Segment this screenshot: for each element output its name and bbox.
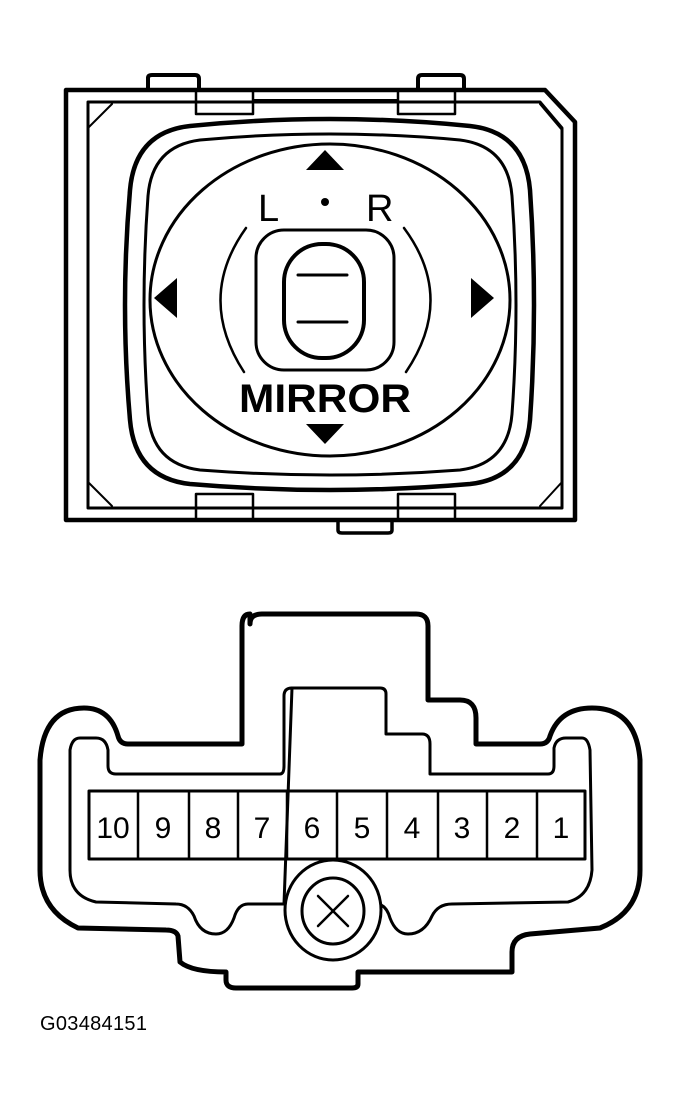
pin-1: 1 [553, 812, 570, 845]
selector-right-label: R [366, 188, 393, 230]
left-arrow-icon[interactable] [154, 278, 177, 318]
direction-pad-oval[interactable] [148, 142, 512, 458]
down-arrow-icon[interactable] [306, 424, 344, 444]
mirror-switch: L R MIRROR [63, 73, 578, 535]
switch-housing-inner [86, 100, 564, 510]
pin-4: 4 [404, 812, 421, 845]
pin-9: 9 [155, 812, 172, 845]
pin-2: 2 [504, 812, 521, 845]
switch-bezel-outer [122, 116, 537, 493]
inner-arc-right [402, 226, 432, 374]
connector-outline [37, 611, 643, 991]
connector-inner-right [290, 686, 594, 936]
mirror-label: MIRROR [239, 377, 411, 421]
top-tab-left [146, 73, 201, 90]
selector-left-label: L [258, 188, 279, 230]
switch-bezel-inner [142, 132, 518, 477]
pin-6: 6 [304, 812, 321, 845]
pin-10: 10 [96, 812, 129, 845]
pin-row: 10 9 8 7 6 5 4 3 2 1 [87, 789, 587, 861]
connector-lock [283, 858, 383, 962]
selector-knob[interactable] [282, 242, 366, 360]
connector-face: 10 9 8 7 6 5 4 3 2 1 [37, 611, 643, 991]
figure-id-caption: G03484151 [40, 1013, 148, 1035]
pin-5: 5 [354, 812, 371, 845]
pin-8: 8 [205, 812, 222, 845]
right-arrow-icon[interactable] [471, 278, 494, 318]
switch-housing-outer [63, 87, 578, 523]
selector-knob-base[interactable] [254, 228, 396, 372]
pin-7: 7 [254, 812, 271, 845]
connector-inner-left [68, 686, 294, 936]
inner-arc-left [219, 226, 248, 374]
selector-center-dot [321, 198, 329, 206]
pin-3: 3 [454, 812, 471, 845]
top-tab-right [416, 73, 466, 90]
bottom-tab [336, 518, 394, 535]
up-arrow-icon[interactable] [306, 150, 344, 170]
